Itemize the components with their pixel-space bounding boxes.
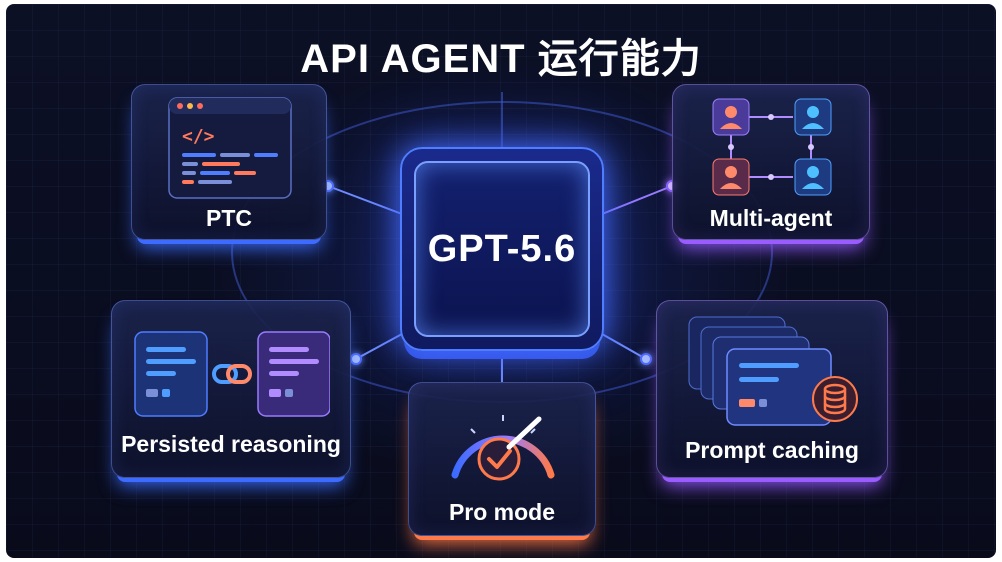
code-window-icon: </> [168, 97, 292, 199]
connector-node-prompt-caching [640, 353, 652, 365]
connector-multi-agent [601, 185, 673, 215]
node-persisted-reasoning: Persisted reasoning [111, 300, 351, 478]
node-multi-agent: Multi-agent [672, 84, 870, 240]
center-node-inner: GPT-5.6 [414, 161, 590, 337]
node-persisted-reasoning-label: Persisted reasoning [121, 431, 341, 457]
svg-text:</>: </> [182, 126, 215, 147]
node-pro-mode-label: Pro mode [448, 499, 556, 525]
node-ptc-label: PTC [206, 205, 252, 231]
stacked-cards-database-icon [688, 316, 858, 426]
connector-persisted-reasoning [355, 333, 403, 360]
node-multi-agent-label: Multi-agent [709, 205, 833, 231]
diagram-canvas: API AGENT 运行能力 GPT-5.6 </> PTC [6, 4, 996, 558]
center-node: GPT-5.6 [400, 147, 604, 351]
speedometer-icon [451, 415, 555, 481]
center-node-label: GPT-5.6 [427, 227, 577, 270]
node-ptc: </> PTC [131, 84, 327, 240]
connector-ptc [327, 185, 403, 215]
node-prompt-caching: Prompt caching [656, 300, 888, 478]
page-title: API AGENT 运行能力 [300, 37, 702, 81]
node-pro-mode: Pro mode [408, 382, 596, 536]
agent-network-icon [712, 98, 832, 196]
connector-node-persisted-reasoning [350, 353, 362, 365]
node-prompt-caching-label: Prompt caching [685, 437, 859, 463]
connector-prompt-caching [601, 333, 647, 360]
linked-documents-icon [134, 331, 330, 417]
